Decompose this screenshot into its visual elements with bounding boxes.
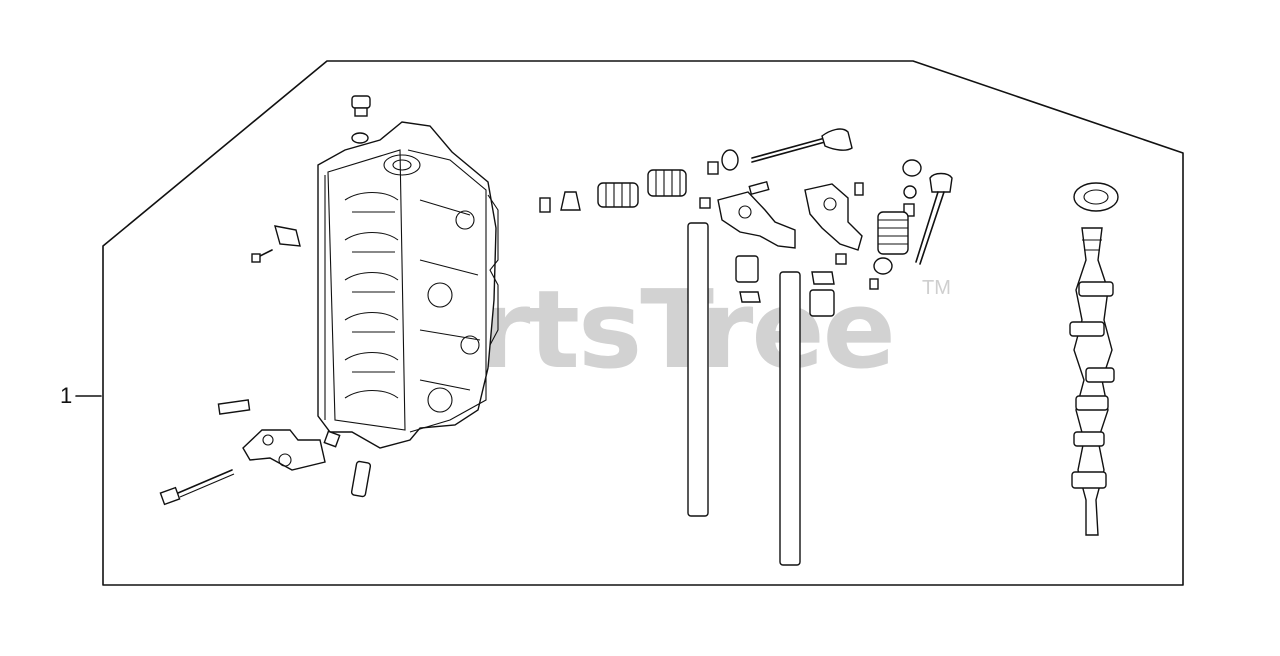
valve-retainer-cap[interactable] — [902, 159, 922, 217]
nut-small[interactable] — [323, 430, 341, 448]
nipple-fitting[interactable] — [350, 460, 372, 498]
pushrod-right[interactable] — [779, 271, 801, 566]
lock-washer-2[interactable] — [811, 271, 835, 285]
valve-spring-2[interactable] — [647, 169, 687, 197]
valve-spring-3[interactable] — [877, 211, 909, 255]
small-pin-right[interactable] — [869, 278, 879, 290]
lock-washer-1[interactable] — [739, 291, 761, 303]
camshaft-seal[interactable] — [1073, 182, 1119, 212]
rocker-arm-1[interactable] — [717, 191, 796, 249]
watermark-trademark: TM — [922, 277, 951, 299]
valve-spring-1[interactable] — [597, 182, 639, 208]
cylinder-head[interactable] — [317, 121, 499, 449]
assembly-outline — [102, 60, 1184, 586]
valve-seal[interactable] — [560, 191, 581, 211]
adjuster-nut-1[interactable] — [699, 197, 711, 209]
adjuster-nut-2[interactable] — [854, 182, 864, 196]
gasket-ring[interactable] — [351, 132, 369, 144]
pushrod-left[interactable] — [687, 222, 709, 517]
cover-plate[interactable] — [274, 225, 301, 247]
dowel-pin[interactable] — [217, 399, 251, 415]
valve-collet-left[interactable] — [539, 197, 551, 213]
valve-retainer[interactable] — [707, 149, 739, 175]
callout-number[interactable]: 1 — [60, 383, 72, 408]
rocker-arm-2[interactable] — [804, 183, 863, 251]
valve-intake[interactable] — [915, 172, 953, 265]
valve-exhaust[interactable] — [751, 128, 853, 163]
bolt-small[interactable] — [251, 249, 273, 263]
tappet-2[interactable] — [809, 289, 835, 317]
spring-seat[interactable] — [873, 257, 893, 275]
oil-cap[interactable] — [351, 95, 371, 117]
bolt-long[interactable] — [159, 469, 235, 506]
adjuster-screw[interactable] — [748, 180, 770, 196]
tappet-1[interactable] — [735, 255, 759, 283]
rocker-arm-lower[interactable] — [242, 429, 326, 471]
camshaft[interactable] — [1069, 227, 1115, 536]
small-nut-right[interactable] — [835, 253, 847, 265]
